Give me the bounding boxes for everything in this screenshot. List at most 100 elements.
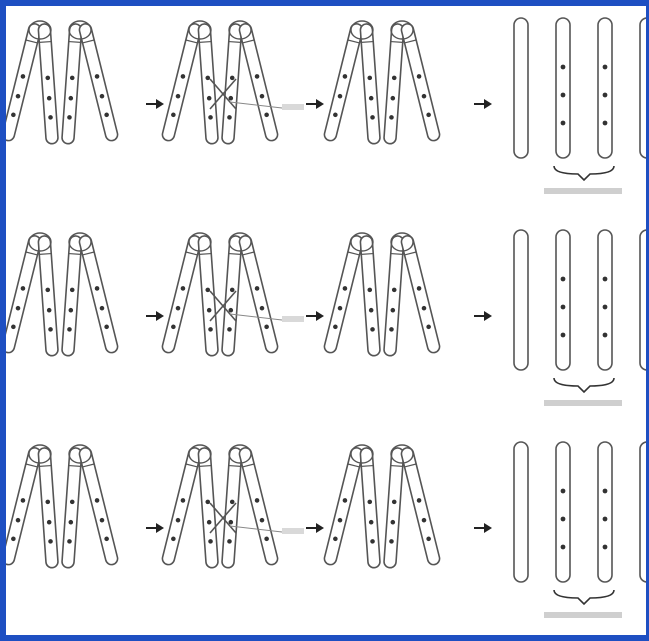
chromatid-outline	[514, 230, 528, 370]
separated-chromatid	[640, 442, 646, 582]
centromere-mark	[229, 466, 241, 467]
centromere-mark	[229, 42, 241, 43]
chromatid-outline	[323, 447, 364, 566]
centromere-mark	[229, 254, 241, 255]
chromatid-outline	[640, 230, 646, 370]
gene-locus	[603, 65, 608, 70]
chromatid-outline	[598, 442, 612, 582]
centromere-mark	[199, 254, 211, 255]
chromatid-left-a	[161, 23, 202, 142]
chromatid-outline	[514, 18, 528, 158]
separated-chromatid	[514, 442, 528, 582]
arrow-head	[484, 523, 492, 533]
arrow-right-icon	[306, 311, 324, 321]
gene-locus	[561, 121, 566, 126]
arrow-right-icon	[146, 311, 164, 321]
chromatid-outline	[238, 447, 279, 566]
arrow-right-icon	[306, 523, 324, 533]
arrow-right-icon	[146, 523, 164, 533]
bracket-caption-smudge	[544, 400, 622, 406]
chromatid-right-b	[400, 23, 441, 142]
arrow-head	[156, 523, 164, 533]
chromatid-right-a	[384, 24, 404, 145]
chromatid-left-a	[323, 235, 364, 354]
callout-leader	[230, 526, 282, 532]
arrow-head	[316, 523, 324, 533]
chromatid-outline	[400, 235, 441, 354]
gene-locus	[603, 121, 608, 126]
bracket-caption-smudge	[544, 188, 622, 194]
separated-chromatid	[640, 230, 646, 370]
chromatid-outline	[78, 235, 119, 354]
separated-chromatid	[556, 230, 570, 370]
arrow-right-icon	[474, 99, 492, 109]
chromatid-left-a	[6, 235, 42, 354]
chromatid-right-a	[62, 448, 82, 569]
centromere-mark	[391, 254, 403, 255]
arrow-right-icon	[474, 311, 492, 321]
chromatid-left-b	[38, 448, 58, 569]
bracket-caption-smudge	[544, 612, 622, 618]
separated-chromatid	[556, 442, 570, 582]
separated-chromatid	[598, 18, 612, 158]
arrow-head	[156, 311, 164, 321]
chromatid-left-a	[6, 447, 42, 566]
chromatid-right-a	[384, 448, 404, 569]
chromatid-outline	[640, 18, 646, 158]
chromatid-outline	[400, 23, 441, 142]
arrow-head	[316, 311, 324, 321]
chromatid-outline	[161, 23, 202, 142]
recombinant-bracket	[554, 166, 614, 180]
chromatid-outline	[598, 230, 612, 370]
gene-locus	[561, 93, 566, 98]
chromatid-left-b	[360, 236, 380, 357]
crossing-over-diagram	[6, 6, 646, 638]
chromatid-right-b	[238, 23, 279, 142]
chromatid-left-b	[360, 448, 380, 569]
chromatid-outline	[514, 442, 528, 582]
chromatid-outline	[6, 447, 42, 566]
separated-chromatid	[556, 18, 570, 158]
chromatid-right-a	[384, 236, 404, 357]
callout-leader	[230, 102, 282, 108]
chromatid-outline	[323, 23, 364, 142]
chromatid-outline	[6, 235, 42, 354]
centromere-mark	[391, 42, 403, 43]
arrow-right-icon	[146, 99, 164, 109]
chromatid-right-b	[400, 235, 441, 354]
diagram-row	[6, 442, 646, 618]
chromatid-right-b	[78, 23, 119, 142]
chromatid-right-a	[62, 236, 82, 357]
callout-leader	[230, 314, 282, 320]
gene-locus	[603, 305, 608, 310]
chromatid-outline	[640, 442, 646, 582]
chromatid-left-a	[323, 23, 364, 142]
chromatid-right-b	[238, 235, 279, 354]
chromatid-outline	[161, 235, 202, 354]
recombinant-bracket	[554, 378, 614, 392]
arrow-head	[484, 311, 492, 321]
arrow-head	[484, 99, 492, 109]
centromere-mark	[361, 42, 373, 43]
diagram-row	[6, 18, 646, 194]
centromere-mark	[39, 42, 51, 43]
chromatid-outline	[556, 442, 570, 582]
chromatid-right-b	[78, 235, 119, 354]
separated-chromatid	[514, 18, 528, 158]
centromere-mark	[69, 42, 81, 43]
chromatid-outline	[238, 23, 279, 142]
callout-text-smudge	[282, 528, 304, 534]
chromatid-right-b	[238, 447, 279, 566]
centromere-mark	[361, 254, 373, 255]
arrow-head	[316, 99, 324, 109]
chromatid-left-b	[360, 24, 380, 145]
centromere-mark	[69, 466, 81, 467]
centromere-mark	[199, 42, 211, 43]
chromatid-left-b	[198, 448, 218, 569]
gene-locus	[603, 517, 608, 522]
chromatid-outline	[400, 447, 441, 566]
centromere-mark	[391, 466, 403, 467]
arrow-right-icon	[474, 523, 492, 533]
chromatid-outline	[238, 235, 279, 354]
